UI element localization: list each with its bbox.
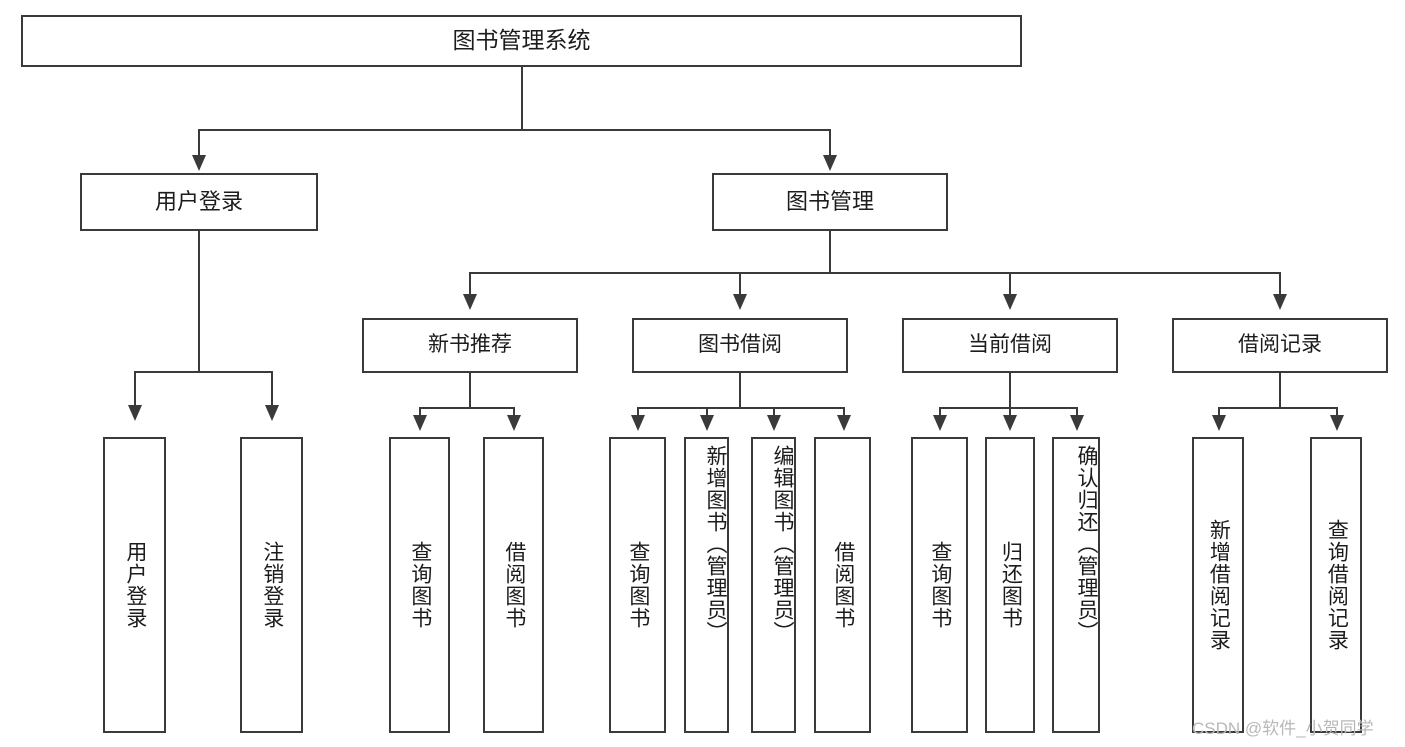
edge-borrow-bus xyxy=(637,407,845,409)
edge-login-bus xyxy=(134,371,272,373)
arrow-login-leaf-1 xyxy=(128,405,142,421)
leaf-user-login[interactable]: 用户登录 xyxy=(103,437,166,733)
node-book-borrow[interactable]: 图书借阅 xyxy=(632,318,848,373)
edge-manage-to-n4 xyxy=(1279,272,1281,296)
edge-root-to-login xyxy=(198,129,200,157)
edge-current-stem xyxy=(1009,373,1011,408)
arrow-current-l1 xyxy=(933,415,947,431)
arrow-newbook-l2 xyxy=(507,415,521,431)
edge-manage-stem xyxy=(829,231,831,273)
edge-login-stem xyxy=(198,231,200,372)
leaf-logout-login[interactable]: 注销登录 xyxy=(240,437,303,733)
node-root[interactable]: 图书管理系统 xyxy=(21,15,1022,67)
arrow-newbook-l1 xyxy=(413,415,427,431)
arrow-login-leaf-2 xyxy=(265,405,279,421)
edge-record-bus xyxy=(1218,407,1338,409)
arrow-current-l3 xyxy=(1070,415,1084,431)
edge-borrow-stem xyxy=(739,373,741,408)
arrow-manage-to-n4 xyxy=(1273,294,1287,310)
node-new-book-recommend[interactable]: 新书推荐 xyxy=(362,318,578,373)
edge-borrow-l2 xyxy=(706,407,708,417)
leaf-query-book-recommend[interactable]: 查询图书 xyxy=(389,437,450,733)
node-book-management[interactable]: 图书管理 xyxy=(712,173,948,231)
arrow-record-l2 xyxy=(1330,415,1344,431)
leaf-add-book-admin[interactable]: 新增图书（管理员） xyxy=(684,437,729,733)
arrow-borrow-l1 xyxy=(631,415,645,431)
edge-borrow-l3 xyxy=(773,407,775,417)
leaf-add-borrow-record[interactable]: 新增借阅记录 xyxy=(1192,437,1244,733)
leaf-query-borrow-record[interactable]: 查询借阅记录 xyxy=(1310,437,1362,733)
arrow-root-to-manage xyxy=(823,155,837,171)
edge-record-stem xyxy=(1279,373,1281,408)
arrow-record-l1 xyxy=(1212,415,1226,431)
node-current-borrow[interactable]: 当前借阅 xyxy=(902,318,1118,373)
arrow-root-to-login xyxy=(192,155,206,171)
edge-manage-bus xyxy=(469,272,1280,274)
edge-login-leaf-2 xyxy=(271,371,273,407)
arrow-borrow-l2 xyxy=(700,415,714,431)
edge-manage-to-n3 xyxy=(1009,272,1011,296)
arrow-manage-to-n1 xyxy=(463,294,477,310)
edge-record-l1 xyxy=(1218,407,1220,417)
node-user-login[interactable]: 用户登录 xyxy=(80,173,318,231)
leaf-query-book-borrow[interactable]: 查询图书 xyxy=(609,437,666,733)
edge-manage-to-n2 xyxy=(739,272,741,296)
leaf-edit-book-admin[interactable]: 编辑图书（管理员） xyxy=(751,437,796,733)
edge-newbook-l2 xyxy=(513,407,515,417)
edge-root-stem xyxy=(521,67,523,130)
edge-current-l3 xyxy=(1076,407,1078,417)
arrow-borrow-l3 xyxy=(767,415,781,431)
edge-record-l2 xyxy=(1336,407,1338,417)
arrow-manage-to-n2 xyxy=(733,294,747,310)
edge-manage-to-n1 xyxy=(469,272,471,296)
edge-current-l2 xyxy=(1009,407,1011,417)
edge-current-l1 xyxy=(939,407,941,417)
node-borrow-record[interactable]: 借阅记录 xyxy=(1172,318,1388,373)
leaf-borrow-book-recommend[interactable]: 借阅图书 xyxy=(483,437,544,733)
leaf-return-book[interactable]: 归还图书 xyxy=(985,437,1035,733)
leaf-borrow-book[interactable]: 借阅图书 xyxy=(814,437,871,733)
edge-newbook-bus xyxy=(419,407,514,409)
arrow-borrow-l4 xyxy=(837,415,851,431)
edge-current-bus xyxy=(939,407,1077,409)
arrow-current-l2 xyxy=(1003,415,1017,431)
edge-newbook-l1 xyxy=(419,407,421,417)
edge-login-leaf-1 xyxy=(134,371,136,407)
edge-borrow-l4 xyxy=(843,407,845,417)
edge-borrow-l1 xyxy=(637,407,639,417)
arrow-manage-to-n3 xyxy=(1003,294,1017,310)
edge-newbook-stem xyxy=(469,373,471,408)
leaf-query-book-current[interactable]: 查询图书 xyxy=(911,437,968,733)
edge-root-bus xyxy=(198,129,830,131)
leaf-confirm-return-admin[interactable]: 确认归还（管理员） xyxy=(1052,437,1100,733)
edge-root-to-manage xyxy=(829,129,831,157)
